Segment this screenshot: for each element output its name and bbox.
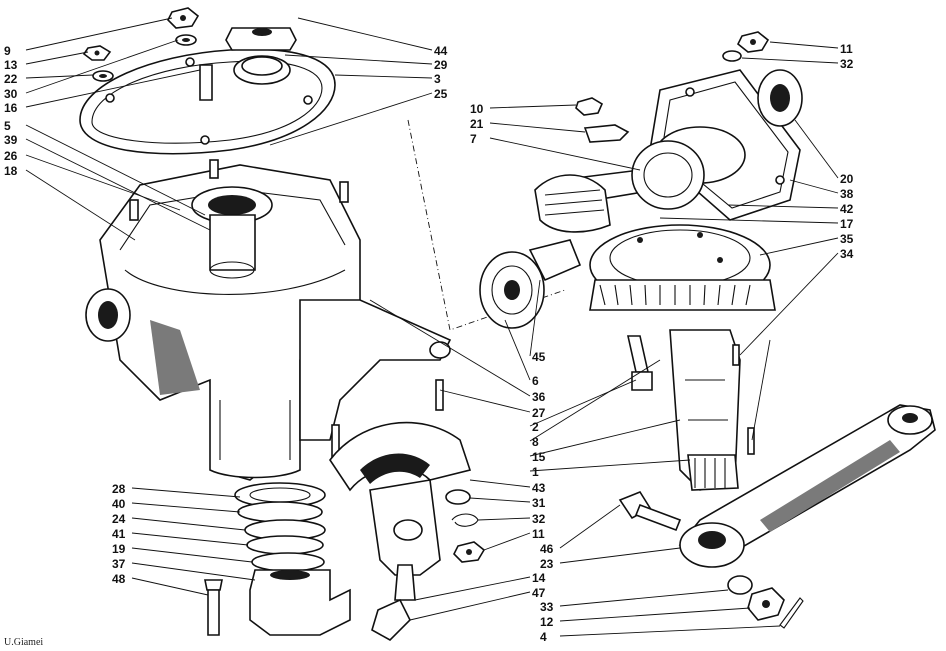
part-label-22: 22: [4, 72, 18, 86]
part-label-8: 8: [532, 435, 539, 449]
split-pin-4: [779, 597, 804, 629]
nut-9: [167, 7, 200, 29]
part-label-21: 21: [470, 117, 484, 131]
part-label-20: 20: [840, 172, 854, 186]
worm-shaft: [534, 140, 705, 233]
part-label-26: 26: [4, 149, 18, 163]
washer-13: [175, 34, 197, 46]
part-label-32: 32: [840, 57, 854, 71]
part-label-42: 42: [840, 202, 854, 216]
nut-11-low: [453, 541, 486, 563]
part-label-27: 27: [532, 406, 546, 420]
part-label-33: 33: [540, 600, 554, 614]
part-label-17: 17: [840, 217, 854, 231]
part-label-32: 32: [532, 512, 546, 526]
part-label-4: 4: [540, 630, 547, 644]
sector-shaft: [669, 329, 741, 491]
part-label-14: 14: [532, 571, 546, 585]
washer-33: [727, 575, 753, 595]
mounting-bracket: [299, 299, 472, 641]
washer-30: [92, 70, 114, 82]
part-label-10: 10: [470, 102, 484, 116]
part-label-6: 6: [532, 374, 539, 388]
part-label-44: 44: [434, 44, 448, 58]
part-label-45: 45: [532, 350, 546, 364]
part-label-34: 34: [840, 247, 854, 261]
bolt-46: [618, 491, 682, 532]
part-label-37: 37: [112, 557, 126, 571]
castle-nut-12: [747, 587, 785, 621]
pitman-arm: [678, 404, 936, 568]
pin-34b: [747, 427, 755, 455]
part-label-35: 35: [840, 232, 854, 246]
part-label-24: 24: [112, 512, 126, 526]
part-label-15: 15: [532, 450, 546, 464]
bearing-45: [479, 239, 582, 329]
part-label-23: 23: [540, 557, 554, 571]
part-label-36: 36: [532, 390, 546, 404]
leader-lines: [25, 17, 839, 637]
washer-31: [445, 489, 471, 505]
tab-washer-21: [583, 124, 630, 143]
part-label-16: 16: [4, 101, 18, 115]
part-label-48: 48: [112, 572, 126, 586]
nut-10: [575, 97, 604, 116]
sector-gear: [589, 224, 776, 311]
lock-washer-32: [451, 513, 479, 527]
part-label-38: 38: [840, 187, 854, 201]
part-label-30: 30: [4, 87, 18, 101]
part-label-13: 13: [4, 58, 18, 72]
part-label-11: 11: [532, 527, 545, 541]
part-label-46: 46: [540, 542, 554, 556]
part-label-9: 9: [4, 44, 11, 58]
adjuster-boss: [199, 27, 297, 101]
nut-22: [82, 45, 112, 61]
part-label-40: 40: [112, 497, 126, 511]
part-label-28: 28: [112, 482, 126, 496]
steering-box-housing: [85, 159, 361, 481]
lower-stack: [204, 482, 351, 636]
part-label-31: 31: [532, 496, 546, 510]
part-label-39: 39: [4, 133, 18, 147]
part-label-2: 2: [532, 420, 539, 434]
part-label-43: 43: [532, 481, 546, 495]
part-label-5: 5: [4, 119, 11, 133]
bolt-2: [627, 335, 653, 391]
oil-seal-20: [757, 69, 803, 127]
washer-32-top: [722, 50, 742, 62]
part-label-41: 41: [112, 527, 126, 541]
part-label-18: 18: [4, 164, 18, 178]
nut-11-top: [736, 31, 770, 53]
part-label-1: 1: [532, 465, 539, 479]
part-label-19: 19: [112, 542, 126, 556]
part-label-47: 47: [532, 586, 546, 600]
part-label-29: 29: [434, 58, 448, 72]
part-label-11: 11: [840, 42, 853, 56]
pin-34a: [732, 344, 740, 366]
part-label-3: 3: [434, 72, 441, 86]
artist-signature: U.Giamei: [4, 637, 43, 648]
part-label-7: 7: [470, 132, 477, 146]
part-label-12: 12: [540, 615, 554, 629]
part-label-25: 25: [434, 87, 448, 101]
